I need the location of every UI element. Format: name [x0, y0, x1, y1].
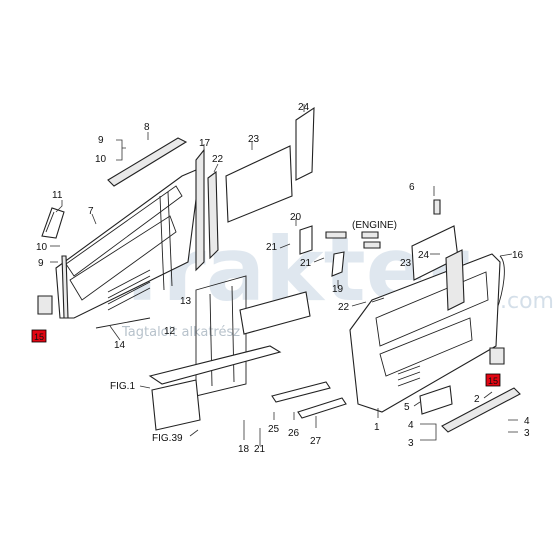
label-6: 6 — [409, 182, 415, 193]
label-9-left: 9 — [38, 258, 44, 269]
label-13: 13 — [180, 296, 192, 307]
watermark-tld: .com — [500, 289, 554, 314]
part-1-lower-window — [379, 317, 473, 377]
frame-base — [151, 379, 201, 431]
part-17-pillar — [195, 148, 205, 272]
label-21-c: 21 — [254, 444, 266, 455]
watermark-tagline: Tagtalolt alkatrész — [121, 325, 240, 340]
label-12: 12 — [164, 326, 176, 337]
part-7-lower-window — [69, 215, 177, 301]
label-18: 18 — [238, 444, 250, 455]
label-24-left: 24 — [298, 102, 310, 113]
label-3-left: 3 — [408, 438, 414, 449]
part-15-left-bracket — [37, 295, 53, 315]
part-9-seal — [61, 255, 69, 319]
label-8: 8 — [144, 122, 150, 133]
label-1: 1 — [374, 422, 380, 433]
label-4-right: 4 — [524, 416, 530, 427]
part-15-right-bracket — [489, 347, 505, 365]
callout-left-box — [31, 329, 47, 343]
part-5-plate — [419, 385, 453, 415]
part-20-latch — [299, 225, 313, 255]
label-7: 7 — [88, 206, 94, 217]
frame-side-plate — [239, 291, 311, 335]
part-11-glass — [41, 207, 65, 239]
part-7-upper-window — [65, 185, 183, 277]
frame-floor — [148, 345, 282, 385]
part-6-bolt — [433, 199, 441, 215]
label-4-left: 4 — [408, 420, 414, 431]
part-7-post-b — [167, 191, 173, 287]
engine-note: (ENGINE) — [352, 220, 397, 231]
part-7-vent-grid — [107, 269, 151, 311]
label-3-right: 3 — [524, 428, 530, 439]
callout-left-label: 15 — [34, 332, 44, 342]
part-25-bracket — [271, 381, 331, 403]
part-22-left-pillar — [207, 170, 219, 260]
label-21-b: 21 — [300, 258, 312, 269]
label-23-right: 23 — [400, 258, 412, 269]
fig-39-ref: FIG.39 — [152, 433, 183, 444]
part-19-latch — [331, 251, 345, 277]
label-16: 16 — [512, 250, 524, 261]
frame-upright — [195, 275, 247, 397]
label-26: 26 — [288, 428, 300, 439]
label-10-top: 10 — [95, 154, 107, 165]
label-22-right: 22 — [338, 302, 350, 313]
label-23-left: 23 — [248, 134, 260, 145]
part-2-strip — [441, 387, 521, 433]
engine-hardware — [325, 231, 381, 249]
part-24-right-seal — [445, 249, 465, 311]
part-8-strip — [107, 137, 188, 187]
part-labels: 8 9 10 17 22 23 24 11 7 10 9 14 12 13 FI… — [36, 102, 530, 455]
part-27-plate — [297, 397, 347, 419]
callout-left: 15 — [31, 329, 47, 343]
label-10-left: 10 — [36, 242, 48, 253]
label-24-right: 24 — [418, 250, 430, 261]
label-14: 14 — [114, 340, 126, 351]
part-11-detail — [45, 211, 55, 233]
label-27: 27 — [310, 436, 322, 447]
label-11: 11 — [52, 190, 63, 201]
label-22-left: 22 — [212, 154, 224, 165]
part-23-left-glass — [225, 145, 293, 223]
label-21-a: 21 — [266, 242, 278, 253]
callout-right-box — [485, 373, 501, 387]
callout-right: 15 — [485, 373, 501, 387]
label-19: 19 — [332, 284, 344, 295]
label-5: 5 — [404, 402, 410, 413]
label-2: 2 — [474, 394, 480, 405]
label-17: 17 — [199, 138, 211, 149]
label-25: 25 — [268, 424, 280, 435]
part-1-vent-grid — [397, 365, 421, 387]
label-20: 20 — [290, 212, 302, 223]
leader-lines — [50, 104, 518, 446]
part-22-right-strip — [371, 297, 385, 303]
fig-1-ref: FIG.1 — [110, 381, 135, 392]
part-14-strip — [95, 317, 151, 329]
part-7-post-a — [159, 195, 165, 291]
part-24-left-glass — [295, 106, 315, 181]
label-9-top: 9 — [98, 135, 104, 146]
callout-right-label: 15 — [488, 376, 498, 386]
